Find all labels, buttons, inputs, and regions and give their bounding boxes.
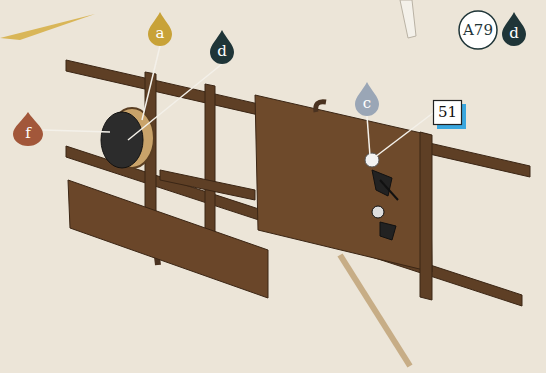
node-label: d xyxy=(502,26,526,41)
cross-bar xyxy=(205,84,215,250)
flap-board xyxy=(68,180,268,298)
support-leg xyxy=(340,255,410,366)
reference-circle: A79 xyxy=(458,10,498,50)
label-drop: c xyxy=(355,82,379,116)
node-label: f xyxy=(13,126,43,141)
cross-bar xyxy=(420,132,432,300)
node-label: 51 xyxy=(433,105,462,120)
label-drop: d xyxy=(210,30,234,64)
label-drop: d xyxy=(502,12,526,46)
mechanism xyxy=(372,170,398,240)
node-label: d xyxy=(210,44,234,59)
yellow-blade xyxy=(0,14,95,40)
label-drop: f xyxy=(13,112,43,146)
node-label: A79 xyxy=(458,23,498,38)
cross-bar xyxy=(160,170,255,200)
callout-number: 51 xyxy=(433,100,462,125)
wheel xyxy=(101,112,143,168)
node-label: a xyxy=(148,26,172,41)
board-plate xyxy=(255,95,432,272)
leader-lines xyxy=(43,46,433,157)
handle xyxy=(316,102,326,112)
white-stick xyxy=(400,0,416,38)
label-drop: a xyxy=(148,12,172,46)
node-label: c xyxy=(355,96,379,111)
